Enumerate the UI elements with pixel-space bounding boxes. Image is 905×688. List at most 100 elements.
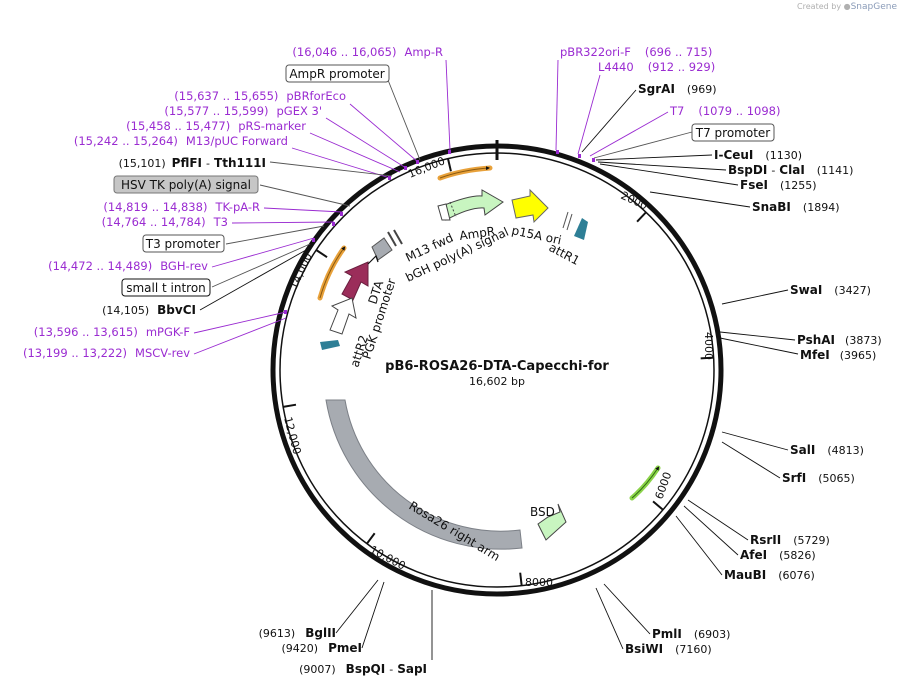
dta-feature[interactable]	[341, 261, 369, 301]
tick-label-8000: 8000	[525, 576, 553, 589]
attr1-site-b	[566, 213, 573, 231]
tick-mark-2	[652, 500, 664, 511]
bsd-label: BSD	[530, 505, 555, 519]
enzyme-label-snabi: SnaBI(1894)	[752, 200, 839, 214]
leader-line-14	[193, 311, 287, 334]
t3-promoter-mark	[367, 254, 379, 265]
tick-mark-4	[366, 532, 376, 545]
leaders-layer	[193, 59, 799, 660]
snapgene-credit: Created by ●SnapGene	[797, 2, 897, 12]
feature-label-bgh-rev: (14,472 .. 14,489)BGH-rev	[48, 259, 208, 273]
leader-line-2	[349, 103, 419, 163]
leader-line-10	[225, 225, 325, 245]
box-hsv-tk-polya	[113, 175, 259, 194]
enzyme-label-maubi: MauBI(6076)	[724, 568, 815, 582]
tick-mark-1	[700, 356, 714, 360]
m13-fwd-feature[interactable]	[437, 203, 451, 221]
label-t7-promoter: T7 promoter	[695, 126, 771, 140]
leader-line-36	[361, 581, 385, 649]
leader-line-4	[309, 132, 401, 173]
tick-mark-7	[447, 158, 452, 172]
leader-line-3	[325, 117, 407, 169]
ampr-feature[interactable]	[441, 189, 504, 221]
enzyme-label-mfei: MfeI(3965)	[800, 348, 876, 362]
label-small-t-intron: small t intron	[126, 281, 206, 295]
enzyme-label-pflfi-tth111i: (15,101)PflFI-Tth111I	[119, 156, 266, 170]
bsd-primer-arrow	[631, 466, 660, 499]
box-t7-promoter	[691, 123, 775, 142]
attr1-site-a	[562, 211, 569, 229]
leader-line-22	[597, 161, 727, 171]
leader-line-0	[445, 59, 451, 151]
enzyme-label-rsrii: RsrII(5729)	[750, 533, 830, 547]
leader-line-16	[555, 59, 559, 151]
leader-line-27	[719, 337, 799, 355]
leader-line-31	[683, 505, 739, 556]
amp-r-primer[interactable]	[437, 165, 493, 181]
plasmid-title: pB6-ROSA26-DTA-Capecchi-for	[385, 359, 609, 374]
box-t3-promoter	[142, 234, 225, 253]
leader-line-18	[581, 89, 637, 153]
label-ampr-promoter: AmpR promoter	[289, 67, 384, 81]
leader-line-20	[593, 131, 693, 159]
leader-line-17	[577, 74, 601, 155]
leader-line-19	[589, 111, 669, 157]
leader-line-5	[291, 147, 391, 179]
attr2-feature[interactable]	[320, 340, 340, 350]
amp-r-primer-arrow	[439, 166, 490, 179]
tick-mark-0	[636, 211, 647, 223]
leader-line-35	[335, 579, 379, 634]
mpgk-f-primer-arrow	[319, 246, 346, 299]
feature-label-mpgk-f: (13,596 .. 13,615)mPGK-F	[34, 325, 190, 339]
feature-label-pgex3: (15,577 .. 15,599)pGEX 3'	[164, 104, 322, 118]
leader-line-30	[687, 499, 749, 541]
leader-line-32	[675, 515, 723, 576]
leader-line-29	[721, 441, 781, 479]
tick-mark-6	[315, 249, 328, 259]
enzyme-label-bsiwi: BsiWI(7160)	[625, 642, 712, 656]
credit-brand: SnapGene	[850, 2, 897, 12]
credit-prefix: Created by	[797, 2, 842, 11]
enzyme-label-sali: SalI(4813)	[790, 443, 864, 457]
feature-label-m13-puc-forward: (15,242 .. 15,264)M13/pUC Forward	[74, 134, 288, 148]
primer-ticks	[284, 150, 595, 314]
p15a-ori-feature[interactable]	[511, 188, 549, 224]
attr1-feature[interactable]	[574, 218, 588, 240]
label-hsv-tk-polya: HSV TK poly(A) signal	[121, 178, 251, 192]
enzyme-label-bspdi-clai: BspDI-ClaI(1141)	[728, 163, 853, 177]
enzyme-label-bspqi-sapi: (9007)BspQI-SapI	[299, 662, 427, 676]
bsd-feature[interactable]	[537, 503, 567, 541]
leader-line-6	[269, 161, 393, 177]
ampr-label: AmpR	[458, 224, 495, 243]
tick-mark-5	[282, 403, 297, 408]
label-t3-promoter: T3 promoter	[145, 237, 221, 251]
leader-line-13	[199, 249, 307, 311]
plasmid-length: 16,602 bp	[469, 375, 525, 388]
leader-line-7	[259, 184, 351, 207]
bgh-site-b	[393, 229, 403, 245]
tick-label-4000: 4000	[702, 332, 715, 360]
leader-line-12	[211, 243, 311, 288]
tick-label-14000: 14,000	[287, 251, 315, 291]
leader-line-25	[721, 289, 789, 305]
leader-line-23	[599, 163, 739, 186]
feature-label-mscv-rev: (13,199 .. 13,222)MSCV-rev	[23, 346, 190, 360]
leader-line-11	[211, 237, 315, 268]
rosa26-right-arm-feature[interactable]	[325, 399, 523, 550]
leader-line-26	[719, 331, 796, 341]
ampr-promoter-mark	[449, 201, 457, 218]
enzyme-label-pshai: PshAI(3873)	[797, 333, 882, 347]
enzyme-label-afei: AfeI(5826)	[740, 548, 816, 562]
leader-line-28	[721, 431, 789, 451]
pgk-promoter-feature[interactable]	[329, 297, 357, 335]
feature-label-l4440: L4440(912 .. 929)	[598, 60, 715, 74]
leader-line-21	[595, 154, 713, 161]
enzyme-label-fsei: FseI(1255)	[740, 178, 817, 192]
enzyme-label-srfi: SrfI(5065)	[782, 471, 855, 485]
enzyme-label-pmli: PmlI(6903)	[652, 627, 730, 641]
tick-mark-3	[519, 572, 523, 586]
feature-label-amp-r: (16,046 .. 16,065)Amp-R	[292, 45, 443, 59]
leader-line-9	[231, 221, 335, 224]
leader-line-24	[649, 191, 751, 208]
